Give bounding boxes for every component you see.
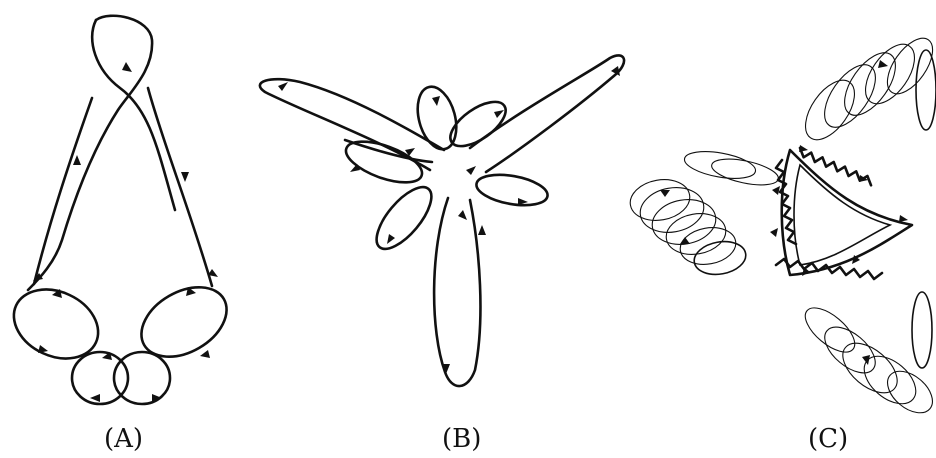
panel-b-petal-lower-right [474,170,550,210]
panel-b-knot [260,55,624,386]
panel-a-label: (A) [104,424,143,454]
panel-b-petal-top [411,82,462,153]
panel-a-loop-right [129,273,239,371]
panel-b-label: (B) [442,424,481,454]
panel-b-arm-right [470,55,624,172]
panel-a-strand-2 [28,16,152,290]
panel-a-knot [3,16,239,404]
panel-a-strand-3 [148,88,212,286]
panel-b-arm-lower [434,198,480,386]
panel-c-coil-left [627,147,781,278]
panel-a-strand-1 [92,20,175,210]
panel-b-petal-lower-left [367,179,440,258]
panel-a-loop-lower-right [114,352,170,404]
panel-c-coil-top-right [796,31,936,149]
panel-c-knot [627,31,936,421]
panel-a-strand-4 [34,98,92,284]
panel-b-arm-left [260,79,444,170]
panel-b-arm-left-inner [345,140,432,162]
panel-b-petal-left [341,133,427,190]
panel-c-label: (C) [808,424,848,454]
panel-a-loop-left [3,276,110,371]
